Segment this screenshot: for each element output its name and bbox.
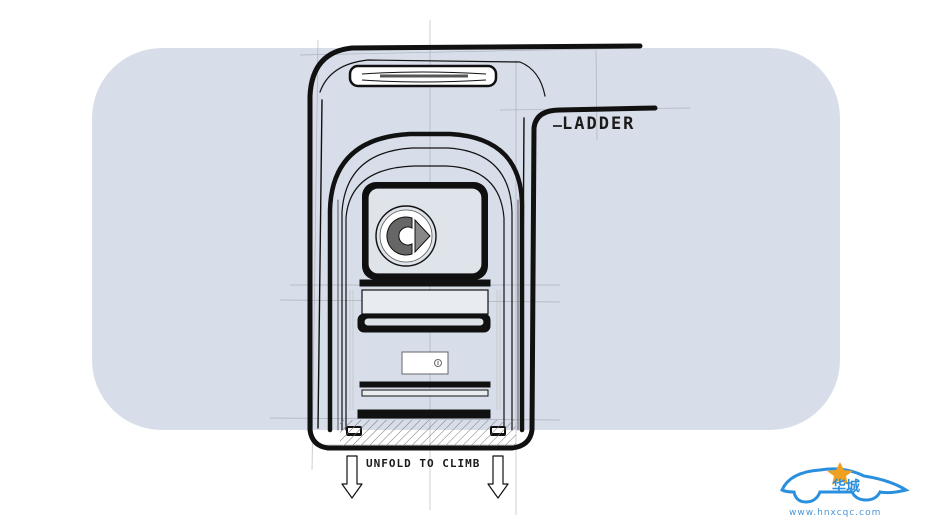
- ladder-label: LADDER: [562, 114, 636, 134]
- side-shading: [349, 290, 501, 410]
- watermark-logo-icon: [780, 462, 910, 504]
- arrow-down-icon-left: [341, 455, 363, 499]
- floor-hatch: [340, 420, 516, 446]
- unfold-to-climb-label: UNFOLD TO CLIMB: [366, 457, 481, 470]
- top-vent: [348, 64, 498, 88]
- arrow-down-icon-right: [487, 455, 509, 499]
- watermark-logo-text: 华城: [832, 479, 860, 495]
- watermark-url: www.hnxcqc.com: [789, 508, 882, 518]
- brand-logo-icon: [375, 205, 437, 267]
- ladder-rungs: [357, 279, 491, 419]
- ladder-frame: [327, 131, 525, 433]
- handle-icon: [401, 351, 449, 375]
